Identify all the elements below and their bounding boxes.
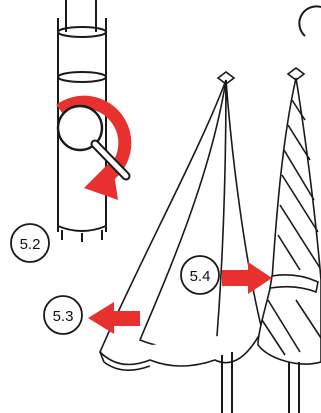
step-label-5-2: 5.2 [20,236,41,253]
step-badge-5-2: 5.2 [11,224,49,262]
umbrella-pole-right [289,362,299,413]
step-circle-partial [299,6,321,36]
step-badge-5-3: 5.3 [44,296,82,334]
step-badge-5-4: 5.4 [181,256,219,294]
step-label-5-4: 5.4 [190,268,211,285]
umbrella-canopy-furled [258,68,321,364]
step-label-5-3: 5.3 [53,308,74,325]
